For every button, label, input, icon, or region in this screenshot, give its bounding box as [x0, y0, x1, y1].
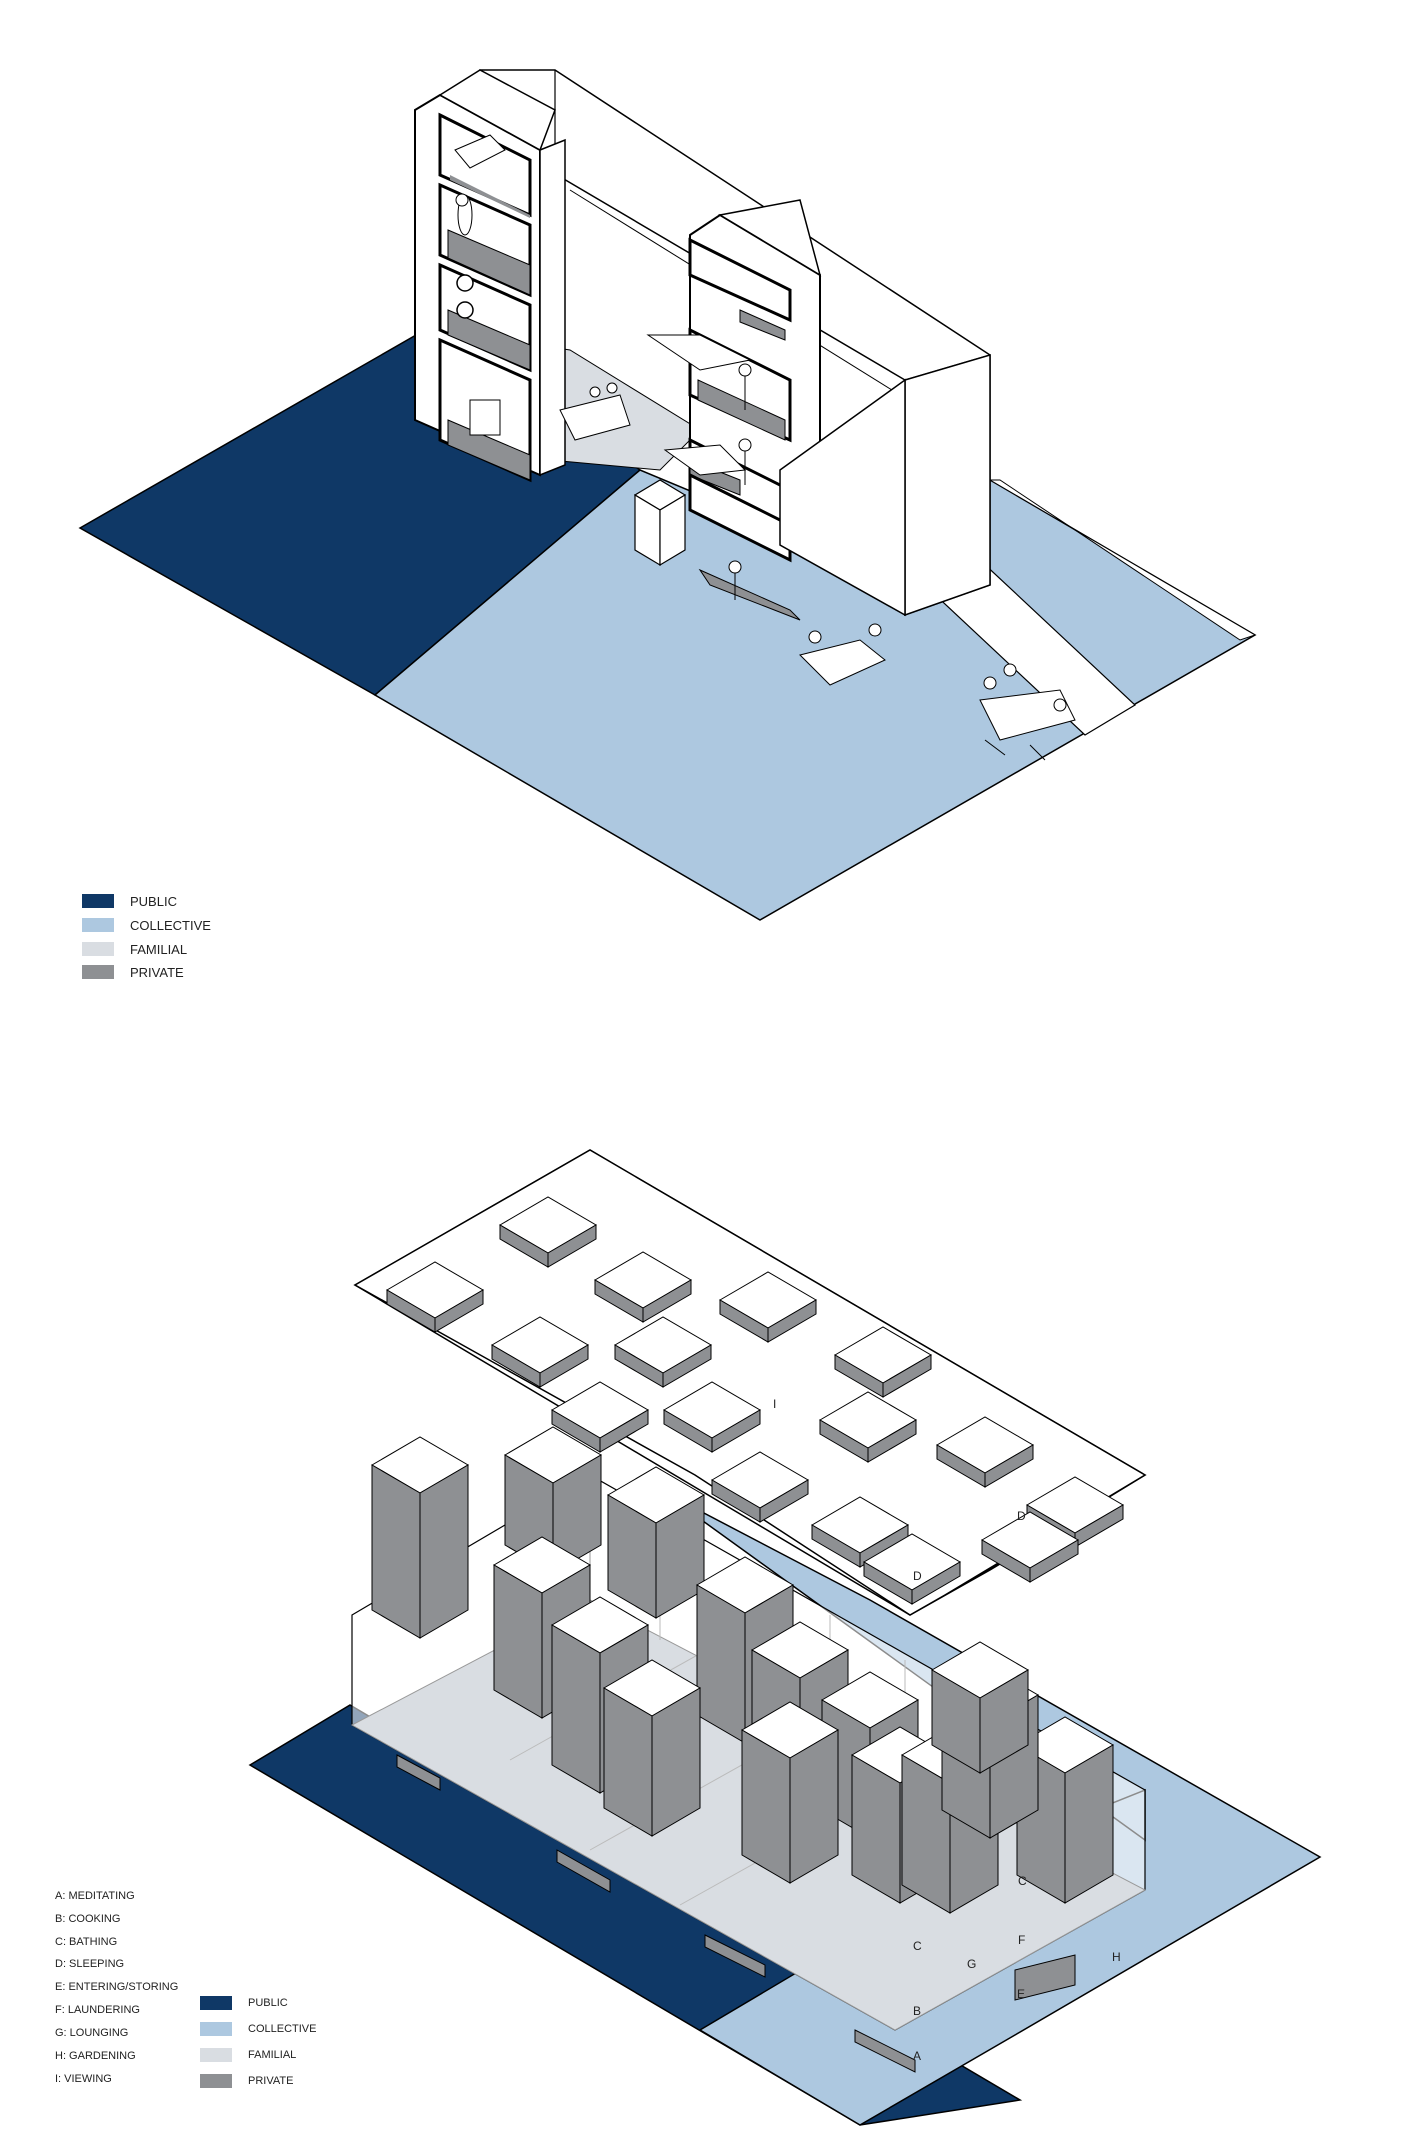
legend-bottom-label: PUBLIC [248, 1997, 288, 2009]
private-volume [607, 1466, 705, 1619]
support-posts [396, 1754, 1076, 2073]
roof-pad [936, 1416, 1034, 1488]
label-d2: D [913, 1569, 922, 1583]
legend-top-label: PRIVATE [130, 964, 184, 980]
label-a: A [913, 2049, 921, 2063]
legend-top-label: PUBLIC [130, 893, 177, 909]
figures-table-1 [799, 623, 886, 686]
roof-pad [981, 1511, 1079, 1583]
label-h: H [1112, 1950, 1121, 1964]
activity-item: D: SLEEPING [55, 1958, 125, 1970]
storage-cube [633, 479, 687, 567]
roof-pad [663, 1381, 761, 1453]
roof-pad [614, 1316, 712, 1388]
private-volume [741, 1701, 839, 1884]
swatch-private [200, 2074, 232, 2088]
swatch-public [200, 1996, 232, 2010]
roof-pad [811, 1496, 909, 1568]
swatch-familial [82, 942, 114, 956]
label-f: F [1018, 1933, 1025, 1947]
activity-item: I: VIEWING [55, 2073, 112, 2085]
private-volume [371, 1436, 469, 1639]
activity-item: H: GARDENING [55, 2050, 136, 2062]
private-volume [603, 1659, 701, 1837]
activity-item: F: LAUNDERING [55, 2004, 140, 2016]
roof-pad [819, 1391, 917, 1463]
label-e: E [1017, 1987, 1025, 2001]
private-volume [931, 1641, 1029, 1774]
swatch-public [82, 894, 114, 908]
right-tower [646, 199, 822, 621]
private-volumes [371, 1426, 1114, 1914]
legend-top-label: FAMILIAL [130, 941, 188, 957]
legend-top-label: COLLECTIVE [130, 917, 211, 933]
top-axonometric [78, 69, 1257, 921]
legend-bottom-label: PRIVATE [248, 2075, 294, 2087]
left-tower [414, 69, 566, 483]
label-b: B [913, 2004, 921, 2018]
roof-pad [834, 1326, 932, 1398]
roof-pad [711, 1451, 809, 1523]
roof-pad [386, 1261, 484, 1333]
figure-stairs [455, 193, 752, 600]
roof-pad [594, 1251, 692, 1323]
activity-item: A: MEDITATING [55, 1890, 135, 1902]
label-g: G [967, 1957, 976, 1971]
roof-pads [386, 1196, 1124, 1605]
activity-item: E: ENTERING/STORING [55, 1981, 179, 1993]
roof-pad [551, 1381, 649, 1453]
bottom-axonometric: I D D C F C G H B E A [248, 1149, 1322, 2126]
end-block [779, 353, 991, 617]
activity-item: C: BATHING [55, 1936, 118, 1948]
label-i: I [773, 1397, 776, 1411]
roof-pad [491, 1316, 589, 1388]
legend-bottom-label: FAMILIAL [248, 2049, 297, 2061]
figures-sofa [559, 382, 631, 441]
activity-item: B: COOKING [55, 1913, 121, 1925]
figures-table-2 [979, 663, 1076, 761]
swatch-collective [200, 2022, 232, 2036]
swatch-private [82, 965, 114, 979]
label-c2: C [913, 1939, 922, 1953]
roof-pad [863, 1533, 961, 1605]
label-d1: D [1017, 1509, 1026, 1523]
label-c1: C [1018, 1874, 1027, 1888]
activity-item: G: LOUNGING [55, 2027, 129, 2039]
walkway-strip-2 [988, 479, 1257, 641]
swatch-familial [200, 2048, 232, 2062]
legend-bottom-label: COLLECTIVE [248, 2023, 317, 2035]
roof-pad [719, 1271, 817, 1343]
roof-slab [353, 1149, 1147, 1616]
swatch-collective [82, 918, 114, 932]
roof-pad [499, 1196, 597, 1268]
